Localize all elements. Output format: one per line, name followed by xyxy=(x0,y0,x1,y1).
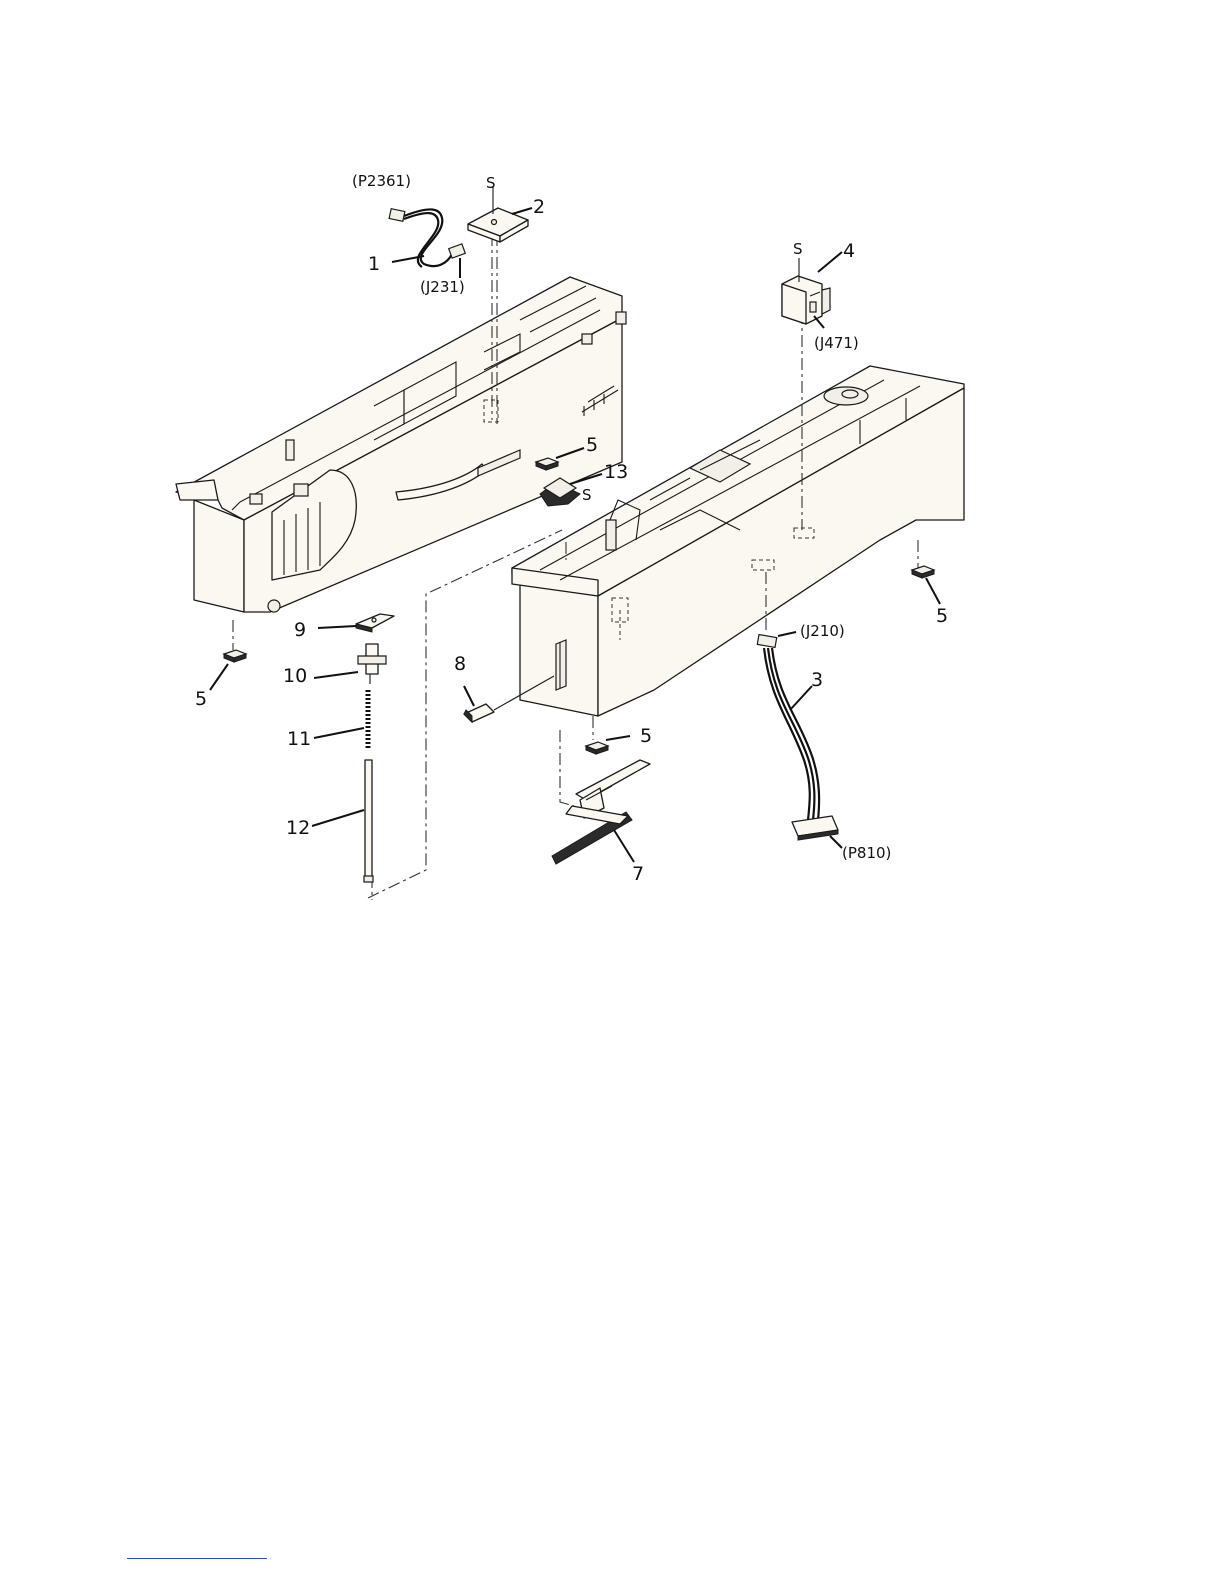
callout-1: 1 xyxy=(368,253,380,275)
part-3-harness xyxy=(757,635,838,840)
callout-2: 2 xyxy=(533,196,545,218)
part-7-actuator xyxy=(552,760,650,864)
connector-label-j471: (J471) xyxy=(814,334,859,352)
part-9-plate xyxy=(356,614,394,632)
callout-8: 8 xyxy=(454,653,466,675)
callout-12: 12 xyxy=(286,817,310,839)
connector-label-p810: (P810) xyxy=(842,844,891,862)
part-12-shaft xyxy=(364,760,373,882)
connector-label-p2361: (P2361) xyxy=(352,172,411,190)
callout-10: 10 xyxy=(283,665,307,687)
part-10-holder xyxy=(358,644,386,684)
screw-mark-part-2: S xyxy=(486,174,496,192)
callout-4: 4 xyxy=(843,240,855,262)
connector-label-j210: (J210) xyxy=(800,622,845,640)
screw-mark-part-4: S xyxy=(793,240,803,258)
callout-7: 7 xyxy=(632,863,644,885)
callout-13: 13 xyxy=(604,461,628,483)
callout-5-right: 5 xyxy=(936,605,948,627)
part-2-bracket xyxy=(468,186,528,242)
callout-9: 9 xyxy=(294,619,306,641)
part-1-harness xyxy=(389,209,465,267)
screw-mark-part-13: S xyxy=(582,486,592,504)
connector-label-j231: (J231) xyxy=(420,278,465,296)
callout-5-center: 5 xyxy=(586,434,598,456)
footer-rule xyxy=(127,1558,267,1559)
callout-5-left: 5 xyxy=(195,688,207,710)
callout-3: 3 xyxy=(811,669,823,691)
callout-11: 11 xyxy=(287,728,311,750)
callout-5-lower: 5 xyxy=(640,725,652,747)
